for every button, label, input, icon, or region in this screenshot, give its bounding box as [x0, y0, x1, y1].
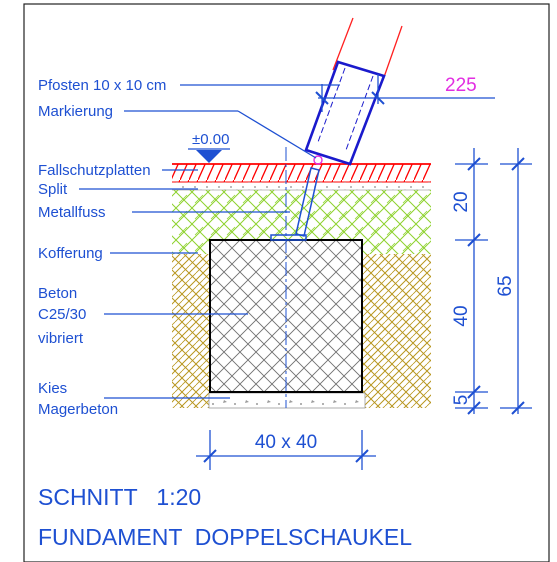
label-fallschutz: Fallschutzplatten: [38, 162, 151, 179]
horizontal-dimension: 40 x 40: [196, 430, 376, 470]
drawing-frame: [23, 3, 550, 562]
label-leaders: [79, 84, 340, 399]
layer-fallschutz: [172, 163, 431, 183]
angle-value: 225: [445, 75, 477, 96]
label-magerbeton: Magerbeton: [38, 401, 118, 418]
vertical-dimensions: 20 40 5 65: [451, 148, 532, 415]
dim-40: 40: [451, 305, 472, 326]
label-beton-3: vibriert: [38, 330, 84, 347]
title-line-1: SCHNITT 1:20: [38, 484, 201, 510]
angle-dimension: 225: [315, 74, 495, 112]
label-beton-2: C25/30: [38, 306, 86, 323]
layer-split: [172, 182, 431, 191]
dim-65: 65: [495, 275, 516, 296]
level-marker: ±0.00: [188, 131, 230, 163]
metal-foot: [270, 167, 320, 241]
label-split: Split: [38, 181, 68, 198]
label-markierung: Markierung: [38, 103, 113, 120]
label-metallfuss: Metallfuss: [38, 204, 106, 221]
title-line-2: FUNDAMENT DOPPELSCHAUKEL: [38, 524, 412, 550]
label-kofferung: Kofferung: [38, 245, 103, 262]
post: [304, 17, 403, 166]
label-kies: Kies: [38, 380, 67, 397]
layer-magerbeton: [208, 392, 366, 409]
level-label: ±0.00: [192, 131, 229, 148]
dim-5: 5: [451, 395, 472, 406]
label-pfosten: Pfosten 10 x 10 cm: [38, 77, 166, 94]
dim-20: 20: [451, 191, 472, 212]
label-beton-1: Beton: [38, 285, 77, 302]
dim-foundation: 40 x 40: [255, 432, 317, 453]
